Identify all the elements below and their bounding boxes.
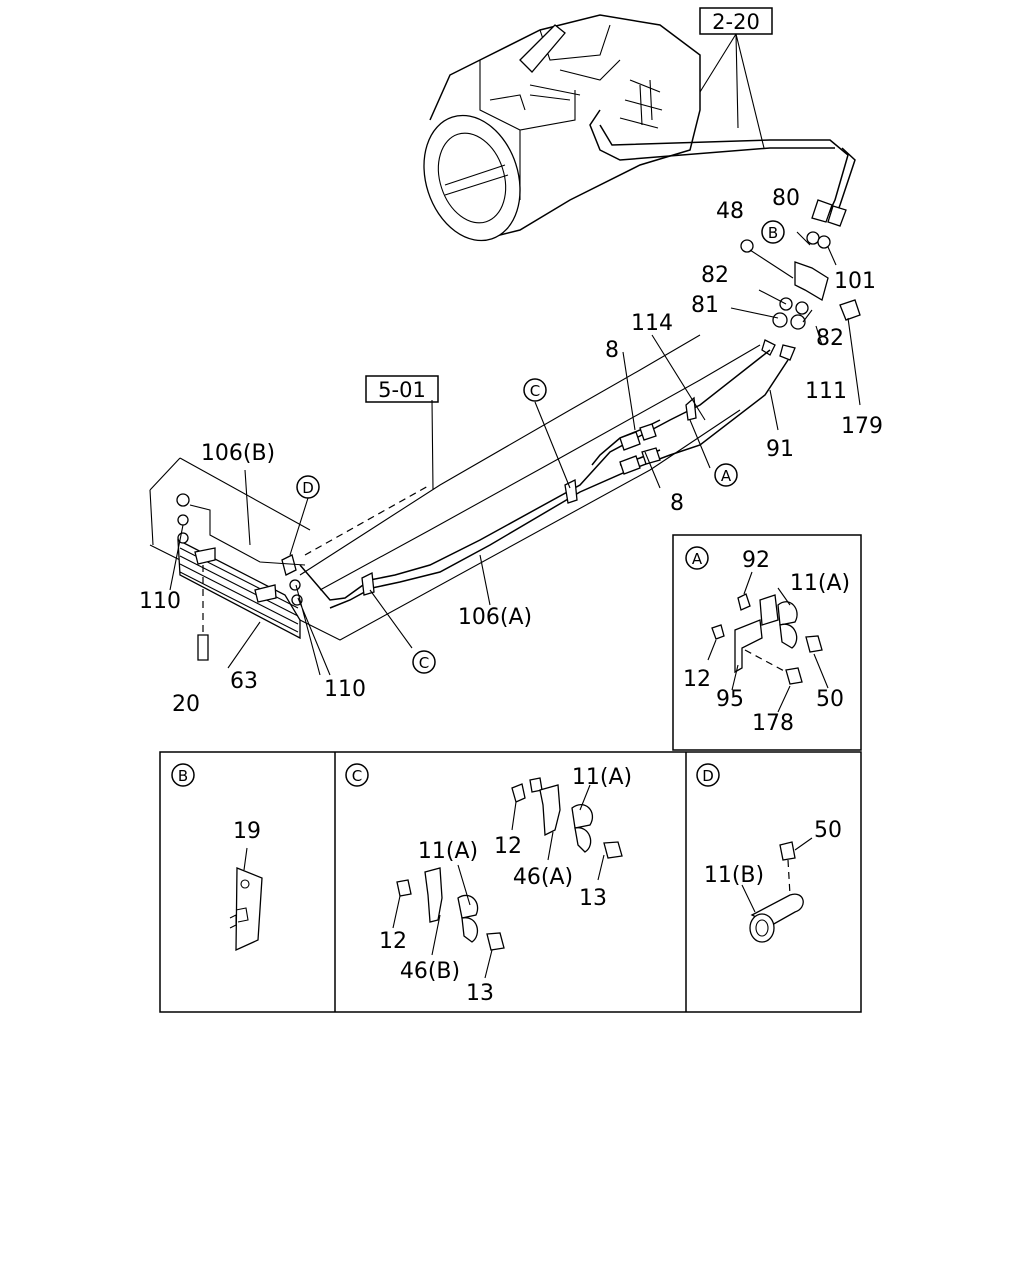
label-8-a: 8: [605, 338, 619, 363]
label-114: 114: [631, 311, 673, 336]
inset-a-panel: A: [672, 534, 862, 751]
svg-text:A: A: [721, 467, 732, 485]
svg-text:B: B: [178, 767, 188, 785]
label-80: 80: [772, 186, 800, 211]
label-110-b: 110: [324, 677, 366, 702]
inset-c-label-46b: 46(B): [400, 959, 460, 984]
main-pipes: [299, 349, 789, 609]
inset-b-label-19: 19: [233, 819, 261, 844]
ref-box-5-01[interactable]: 5-01: [365, 375, 439, 403]
inset-c-label-46a: 46(A): [513, 865, 573, 890]
inset-c-label-13-top: 13: [579, 886, 607, 911]
label-106-b: 106(B): [201, 441, 275, 466]
marker-b-main: B: [761, 220, 785, 244]
pipe-clamps: [281, 396, 697, 596]
marker-c-main-top: C: [523, 378, 547, 402]
label-91: 91: [766, 437, 794, 462]
upper-fittings: [740, 199, 861, 361]
ref-box-2-20[interactable]: 2-20: [699, 7, 773, 35]
inset-d-label-50: 50: [814, 818, 842, 843]
svg-text:A: A: [692, 550, 703, 568]
label-179: 179: [841, 414, 883, 439]
inset-c-label-13-bot: 13: [466, 981, 494, 1006]
svg-text:D: D: [702, 767, 714, 785]
label-20: 20: [172, 692, 200, 717]
label-82-a: 82: [701, 263, 729, 288]
marker-a-main: A: [714, 463, 738, 487]
inset-a-label-12: 12: [683, 667, 711, 692]
ref-2-20-label: 2-20: [712, 10, 760, 34]
inset-d-label-11b: 11(B): [704, 863, 764, 888]
inset-a-label-95: 95: [716, 687, 744, 712]
union-fittings: [619, 423, 661, 475]
bottom-insets-frame: [159, 751, 862, 1013]
inset-c-label-11a-top: 11(A): [572, 765, 632, 790]
label-8-b: 8: [670, 491, 684, 516]
label-101: 101: [834, 269, 876, 294]
label-81: 81: [691, 293, 719, 318]
label-48: 48: [716, 199, 744, 224]
marker-c-main-bottom: C: [412, 650, 436, 674]
oil-cooler: [176, 493, 306, 661]
inset-c-label-12-bot: 12: [379, 929, 407, 954]
inset-c-label-11a-bot: 11(A): [418, 839, 478, 864]
svg-text:D: D: [302, 479, 314, 497]
inset-a-label-11a: 11(A): [790, 571, 850, 596]
ref-5-01-label: 5-01: [378, 378, 426, 402]
label-106-a: 106(A): [458, 605, 532, 630]
inset-a-label-50: 50: [816, 687, 844, 712]
inset-c-label-12-top: 12: [494, 834, 522, 859]
inset-a-label-92: 92: [742, 548, 770, 573]
label-82-b: 82: [816, 326, 844, 351]
svg-text:C: C: [352, 767, 362, 785]
label-111: 111: [805, 379, 847, 404]
inset-a-label-178: 178: [752, 711, 794, 736]
transmission-assembly: [423, 14, 701, 242]
inset-d-panel: D: [696, 763, 813, 943]
marker-d-main: D: [296, 475, 320, 499]
label-63: 63: [230, 669, 258, 694]
inset-b-panel: B: [171, 763, 263, 952]
svg-text:C: C: [530, 382, 540, 400]
inset-c-panel: C: [345, 763, 623, 979]
svg-text:C: C: [419, 654, 429, 672]
label-110-a: 110: [139, 589, 181, 614]
svg-text:B: B: [768, 224, 778, 242]
